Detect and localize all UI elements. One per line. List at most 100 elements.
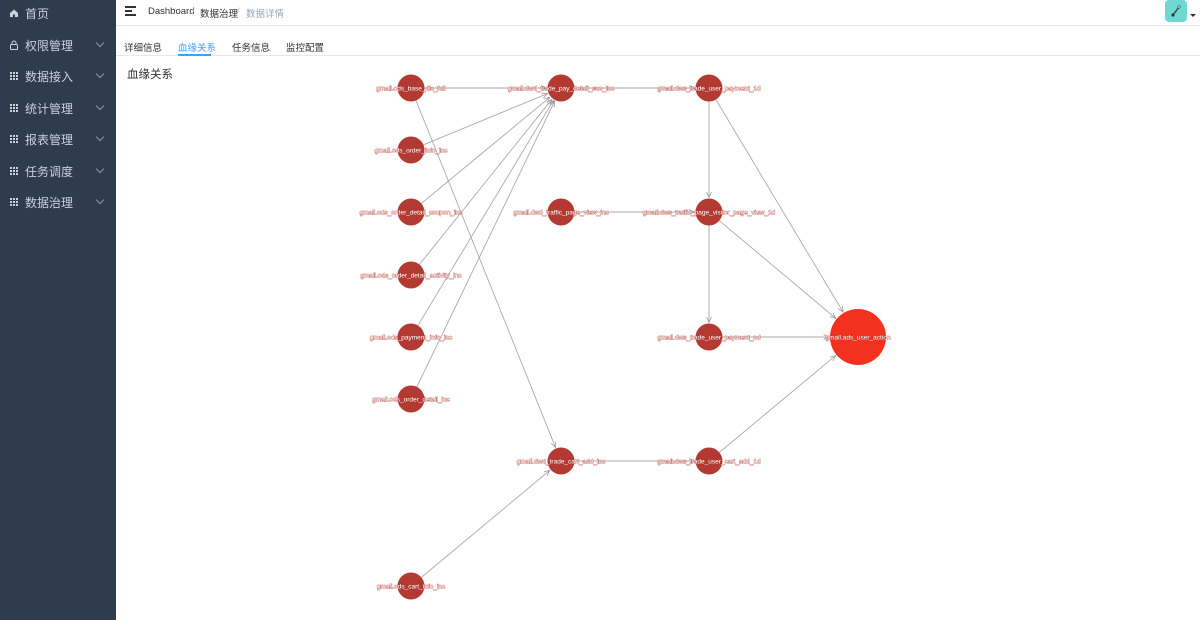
lineage-node-circle[interactable] — [547, 74, 575, 102]
sidebar-item-data-ingest[interactable]: 数据接入 — [0, 60, 116, 92]
breadcrumb-separator: / — [192, 6, 195, 17]
lineage-node-circle[interactable] — [397, 74, 425, 102]
sidebar-item-home[interactable]: 首页 — [0, 0, 116, 29]
sidebar-item-label: 统计管理 — [25, 101, 74, 116]
lineage-node[interactable]: gmall.dwd_traffic_page_view_inc — [513, 198, 610, 226]
lineage-node-label: gmall.ods_base_dic_full — [376, 85, 446, 92]
chevron-down-icon — [95, 69, 105, 79]
lineage-node[interactable]: gmall.ods_order_info_inc — [374, 136, 448, 164]
lineage-node-label: gmall.ads_user_action — [825, 334, 890, 341]
lineage-node-circle[interactable] — [397, 261, 425, 289]
lineage-graph[interactable]: gmall.ods_base_dic_full gmall.ods_order_i… — [116, 60, 1200, 620]
lineage-node-label: gmall.dws_trade_user_payment_nd — [658, 334, 761, 341]
lineage-node[interactable]: gmall.dws_trade_user_payment_nd — [657, 323, 761, 351]
breadcrumb-item[interactable]: Dashboard — [148, 6, 195, 17]
active-tab-indicator — [178, 54, 211, 56]
lock-icon — [9, 40, 19, 50]
lineage-node[interactable]: gmall.ods_order_detail_coupon_inc — [359, 198, 463, 226]
breadcrumb-separator: / — [237, 6, 240, 17]
lineage-node[interactable]: gmall.dws_trade_user_cart_add_1d — [657, 447, 761, 475]
sidebar-item-label: 任务调度 — [25, 164, 74, 179]
tab-monitoring[interactable]: 监控配置 — [286, 43, 325, 54]
lineage-node-label: gmall.ods_order_detail_inc — [372, 396, 450, 403]
sidebar-item-permissions[interactable]: 权限管理 — [0, 29, 116, 61]
lineage-node-circle[interactable] — [830, 309, 886, 365]
lineage-node[interactable]: gmall.dwd_trade_pay_detail_suc_inc — [507, 74, 615, 102]
caret-down-icon[interactable] — [1190, 14, 1196, 17]
lineage-edge — [419, 99, 551, 265]
lineage-node-circle[interactable] — [397, 385, 425, 413]
tab-details[interactable]: 详细信息 — [124, 43, 163, 54]
lineage-edges — [415, 88, 843, 578]
section-title: 血缘关系 — [127, 69, 173, 81]
chevron-down-icon — [95, 101, 105, 111]
lineage-node[interactable]: gmall.ads_user_action — [825, 309, 891, 365]
chevron-down-icon — [95, 132, 105, 142]
lineage-node[interactable]: gmall.dwd_trade_cart_add_inc — [516, 447, 606, 475]
sidebar-item-label: 数据治理 — [25, 195, 74, 210]
lineage-node[interactable]: gmall.ods_order_detail_inc — [372, 385, 451, 413]
tab-bar: 详细信息 血缘关系 任务信息 监控配置 — [116, 36, 1200, 56]
sidebar-item-label: 报表管理 — [25, 132, 74, 147]
lineage-node-label: gmall.ods_order_info_inc — [375, 147, 448, 154]
chevron-down-icon — [95, 38, 105, 48]
lineage-node-circle[interactable] — [397, 136, 425, 164]
lineage-node-label: gmall.ods_cart_info_inc — [377, 583, 446, 590]
lineage-node[interactable]: gmall.dws_traffic_page_visitor_page_view… — [642, 198, 776, 226]
grid-icon — [9, 71, 19, 81]
lineage-node-label: gmall.dwd_trade_pay_detail_suc_inc — [508, 85, 615, 92]
lineage-node-label: gmall.dwd_traffic_page_view_inc — [513, 209, 609, 216]
lineage-node-circle[interactable] — [397, 572, 425, 600]
lineage-node-circle[interactable] — [695, 198, 723, 226]
breadcrumb-item[interactable]: 数据治理 — [200, 9, 239, 20]
sidebar-item-scheduling[interactable]: 任务调度 — [0, 155, 116, 187]
grid-icon — [9, 134, 19, 144]
lineage-node[interactable]: gmall.ods_cart_info_inc — [377, 572, 446, 600]
lineage-edge — [715, 99, 843, 313]
lineage-node[interactable]: gmall.ods_order_detail_activity_inc — [360, 261, 463, 289]
lineage-node-circle[interactable] — [397, 323, 425, 351]
hamburger-icon[interactable] — [125, 6, 136, 16]
lineage-edge — [719, 220, 835, 319]
lineage-node-label: gmall.dws_trade_user_cart_add_1d — [657, 458, 761, 465]
lineage-node-label: gmall.dwd_trade_cart_add_inc — [517, 458, 606, 465]
chevron-down-icon — [95, 195, 105, 205]
grid-icon — [9, 197, 19, 207]
lineage-node-label: gmall.ods_payment_info_inc — [370, 334, 453, 341]
lineage-edge — [719, 356, 835, 453]
tab-lineage[interactable]: 血缘关系 — [178, 43, 217, 54]
lineage-node-circle[interactable] — [695, 447, 723, 475]
sidebar-item-statistics[interactable]: 统计管理 — [0, 92, 116, 124]
sidebar-item-label: 数据接入 — [25, 69, 74, 84]
lineage-node[interactable]: gmall.ods_base_dic_full — [376, 74, 447, 102]
lineage-node-circle[interactable] — [547, 447, 575, 475]
lineage-edge — [421, 470, 549, 578]
lineage-node-circle[interactable] — [547, 198, 575, 226]
lineage-edge — [417, 100, 554, 326]
grid-icon — [9, 166, 19, 176]
lineage-node[interactable]: gmall.ods_payment_info_inc — [370, 323, 453, 351]
lineage-edge — [416, 101, 556, 388]
lineage-nodes: gmall.ods_base_dic_full gmall.ods_order_i… — [359, 74, 891, 600]
lineage-node[interactable]: gmall.dws_trade_user_payment_1d — [657, 74, 761, 102]
sidebar-item-reports[interactable]: 报表管理 — [0, 123, 116, 155]
lineage-node-circle[interactable] — [397, 198, 425, 226]
lineage-node-label: gmall.dws_trade_user_payment_1d — [658, 85, 761, 92]
lineage-edge — [423, 94, 547, 146]
lineage-node-circle[interactable] — [695, 323, 723, 351]
tab-task-info[interactable]: 任务信息 — [232, 43, 271, 54]
sidebar-item-governance[interactable]: 数据治理 — [0, 186, 116, 218]
sidebar-item-label: 首页 — [25, 6, 50, 21]
breadcrumb-item-current: 数据详情 — [246, 9, 285, 20]
lineage-node-label: gmall.dws_traffic_page_visitor_page_view… — [643, 209, 776, 216]
avatar[interactable] — [1165, 0, 1187, 22]
lineage-node-label: gmall.ods_order_detail_coupon_inc — [360, 209, 463, 216]
lineage-edge — [415, 100, 556, 448]
sidebar-item-label: 权限管理 — [25, 38, 74, 53]
chevron-down-icon — [95, 164, 105, 174]
lineage-edge — [421, 97, 549, 204]
sidebar: 首页 权限管理 数据接入 统计管理 报表管理 任务调度 数据治理 — [0, 0, 116, 620]
top-navbar: Dashboard / 数据治理 / 数据详情 — [116, 0, 1200, 26]
lineage-node-circle[interactable] — [695, 74, 723, 102]
lineage-node-label: gmall.ods_order_detail_activity_inc — [360, 272, 462, 279]
